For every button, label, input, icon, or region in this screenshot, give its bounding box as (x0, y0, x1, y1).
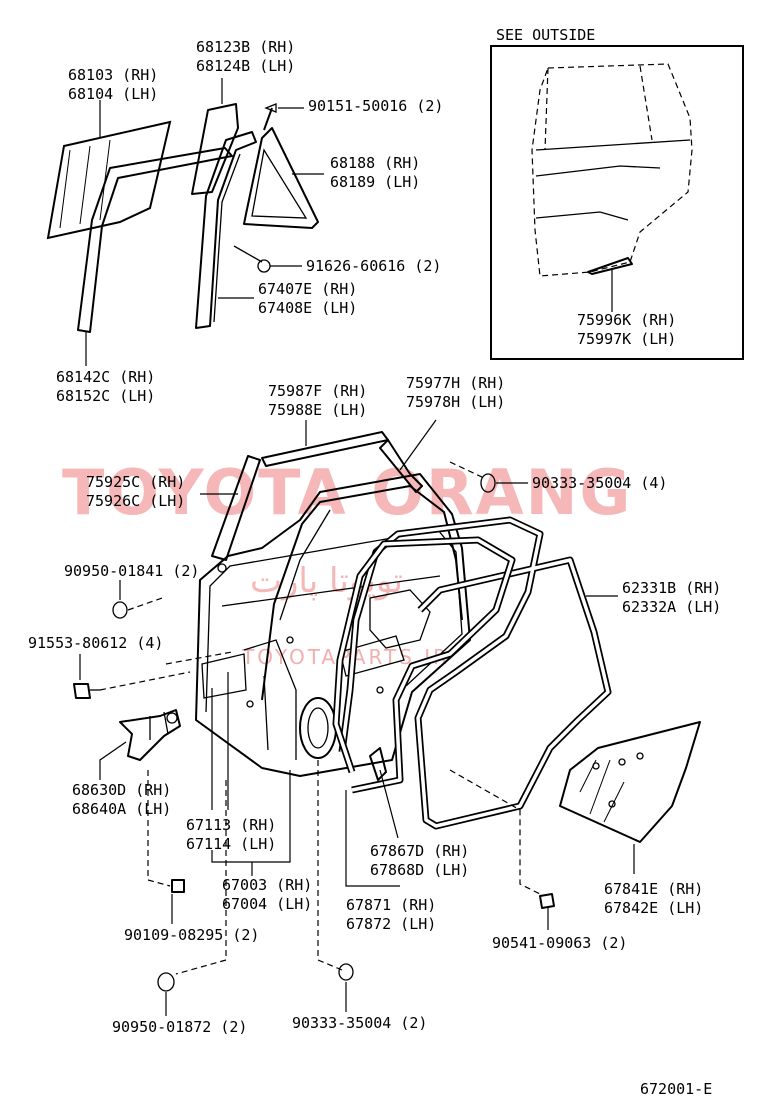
watermark-fa: تویوتا پارت (250, 561, 403, 601)
plug-90333-upper (480, 473, 496, 493)
dash-90333-lower (317, 760, 343, 971)
label-68630-lh: 68640A (LH) (72, 800, 171, 818)
label-67871-rh: 67871 (RH) (346, 896, 436, 914)
label-68142-lh: 68152C (LH) (56, 387, 155, 405)
door-trim-67841 (559, 721, 701, 843)
division-bar-glass-68123 (191, 103, 239, 195)
plug-90950-upper (112, 601, 128, 619)
door-moulding-strip (587, 257, 633, 275)
plug-90950-lower (157, 972, 175, 992)
dash-90541 (449, 769, 541, 895)
label-67407-rh: 67407E (RH) (258, 280, 357, 298)
label-62331-rh: 62331B (RH) (622, 579, 721, 597)
label-67871-lh: 67872 (LH) (346, 915, 436, 933)
dash-hinge-upper (165, 651, 233, 665)
label-68142-rh: 68142C (RH) (56, 368, 155, 386)
label-67867-lh: 67868D (LH) (370, 861, 469, 879)
bolt-91626 (233, 245, 271, 273)
label-75925-rh: 75925C (RH) (86, 473, 185, 491)
label-68103-rh: 68103 (RH) (68, 66, 158, 84)
glass-run-68142 (77, 147, 233, 333)
label-68123-lh: 68124B (LH) (196, 57, 295, 75)
label-90109: 90109-08295 (2) (124, 926, 259, 944)
label-90333a: 90333-35004 (4) (532, 474, 667, 492)
label-75996-lh: 75997K (LH) (577, 330, 676, 348)
plug-90333-lower (338, 963, 354, 981)
leader-67871 (345, 790, 400, 887)
belt-weatherstrip-75977 (379, 439, 423, 493)
label-75996-rh: 75996K (RH) (577, 311, 676, 329)
label-67407-lh: 67408E (LH) (258, 299, 357, 317)
dash-91553 (99, 671, 191, 691)
leader-75977 (399, 419, 437, 471)
bolt-90109 (171, 879, 185, 893)
bracket-67867 (369, 747, 387, 781)
dash-90950-lower (175, 780, 227, 975)
label-67867-rh: 67867D (RH) (370, 842, 469, 860)
inset-frame (490, 45, 744, 360)
watermark-main: TOYOTA ORANG (62, 456, 632, 529)
see-outside-inset: SEE OUTSIDE 75996K (RH) 75997K (LH) (490, 26, 744, 360)
label-68188-rh: 68188 (RH) (330, 154, 420, 172)
screw-90151 (263, 103, 277, 131)
label-90541: 90541-09063 (2) (492, 934, 627, 952)
label-68630-rh: 68630D (RH) (72, 781, 171, 799)
dash-90333-upper (449, 461, 485, 479)
label-67003-rh: 67003 (RH) (222, 876, 312, 894)
label-90950b: 90950-01872 (2) (112, 1018, 247, 1036)
label-90333b: 90333-35004 (2) (292, 1014, 427, 1032)
label-91553: 91553-80612 (4) (28, 634, 163, 652)
inner-weatherstrip-67871 (332, 536, 516, 794)
inset-title: SEE OUTSIDE (496, 26, 595, 44)
label-62331-lh: 62332A (LH) (622, 598, 721, 616)
label-75987-rh: 75987F (RH) (268, 382, 367, 400)
dash-90109 (147, 770, 171, 887)
leader-68630 (99, 741, 127, 780)
door-panel-67003 (195, 473, 471, 777)
division-bar-67407 (195, 131, 257, 329)
label-91626: 91626-60616 (2) (306, 257, 441, 275)
door-glass-68103 (46, 120, 172, 240)
label-75987-lh: 75988E (LH) (268, 401, 367, 419)
label-75977-lh: 75978H (LH) (406, 393, 505, 411)
label-67841-lh: 67842E (LH) (604, 899, 703, 917)
diagram-code: 672001-E (640, 1080, 712, 1098)
leader-67867 (379, 769, 399, 839)
label-68188-lh: 68189 (LH) (330, 173, 420, 191)
window-frame-67113 (261, 485, 463, 701)
label-90950a: 90950-01841 (2) (64, 562, 199, 580)
outer-door-panel-illustration (531, 63, 693, 277)
label-75925-lh: 75926C (LH) (86, 492, 185, 510)
door-hinge-68630 (119, 709, 181, 761)
label-75977-rh: 75977H (RH) (406, 374, 505, 392)
label-68123-rh: 68123B (RH) (196, 38, 295, 56)
label-67113-lh: 67114 (LH) (186, 835, 276, 853)
dash-90950-upper (127, 597, 163, 611)
label-67841-rh: 67841E (RH) (604, 880, 703, 898)
bolt-90541 (539, 893, 555, 909)
label-67113-rh: 67113 (RH) (186, 816, 276, 834)
label-90151: 90151-50016 (2) (308, 97, 443, 115)
leader-67003 (211, 770, 291, 863)
quarter-window-68188 (243, 127, 319, 229)
label-68103-lh: 68104 (LH) (68, 85, 158, 103)
bolt-91553 (73, 683, 100, 699)
frame-moulding-75925 (211, 455, 261, 561)
label-67003-lh: 67004 (LH) (222, 895, 312, 913)
